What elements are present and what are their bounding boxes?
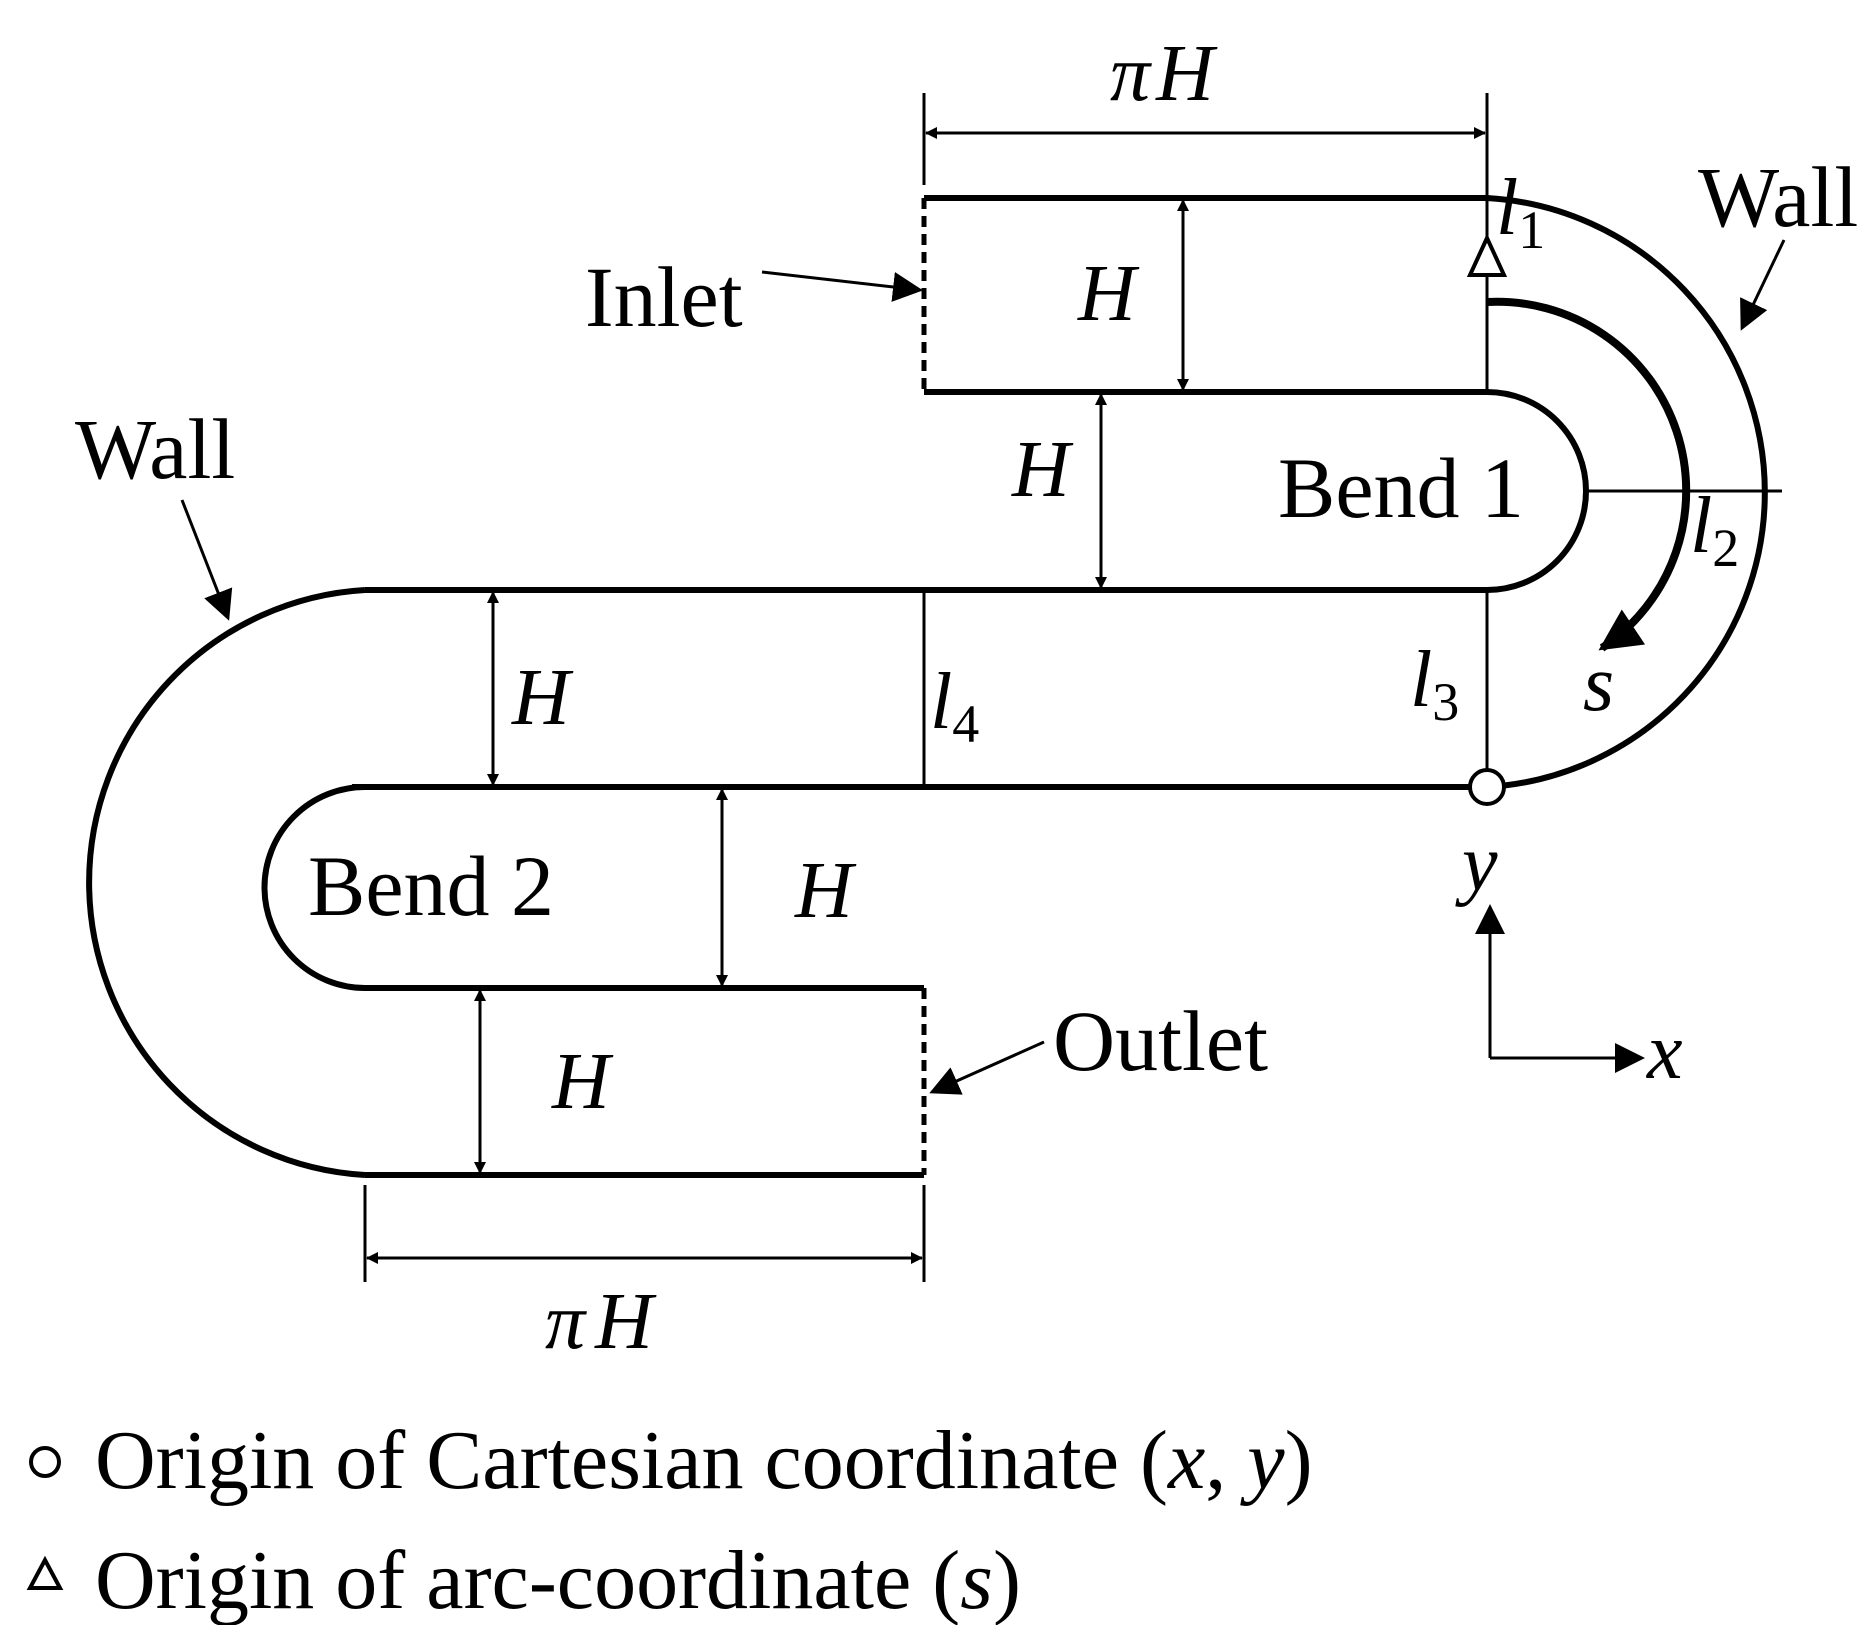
coordinate-axes	[1475, 904, 1645, 1073]
pi-symbol: π	[545, 1278, 587, 1366]
l2-subscript: 2	[1712, 518, 1739, 578]
arc-coordinate-arrow	[1486, 297, 1691, 652]
middle-height-label: H	[511, 654, 574, 742]
gap1-height-label: H	[1011, 426, 1074, 514]
top-length-label: πH	[1110, 30, 1218, 118]
legend-cartesian-prefix: Origin of Cartesian coordinate (	[95, 1414, 1168, 1507]
outlet-leader-arrow	[929, 1040, 1045, 1095]
legend-arc-prefix: Origin of arc-coordinate (	[95, 1534, 960, 1625]
legend-arc-suffix: )	[993, 1534, 1021, 1625]
arc-origin-marker	[1466, 233, 1508, 277]
s-axis-label: s	[1583, 640, 1614, 728]
l4-subscript: 4	[952, 694, 979, 754]
h-symbol: H	[1155, 30, 1218, 118]
legend-cartesian-text: Origin of Cartesian coordinate (x, y)	[95, 1414, 1313, 1507]
outlet-height-label: H	[551, 1038, 614, 1126]
legend: Origin of Cartesian coordinate (x, y) Or…	[26, 1414, 1313, 1625]
inlet-height-label: H	[1077, 250, 1140, 338]
wall-left-label: Wall	[75, 401, 235, 497]
l-symbol: l	[1410, 636, 1432, 724]
l3-label: l3	[1410, 636, 1459, 732]
inlet-label: Inlet	[585, 249, 743, 345]
l-symbol: l	[1496, 164, 1518, 252]
legend-cartesian-y: y	[1239, 1414, 1285, 1507]
y-axis-label: y	[1455, 820, 1498, 908]
bend2-inner-wall	[261, 784, 366, 991]
dimension-arrows	[366, 127, 1486, 1264]
legend-circle-icon	[29, 1446, 61, 1478]
legend-cartesian-suffix: )	[1285, 1414, 1313, 1507]
l-symbol: l	[1690, 482, 1712, 570]
cartesian-origin-marker	[1468, 768, 1506, 806]
wall-right-label: Wall	[1698, 149, 1858, 245]
wall-right-leader-arrow	[1740, 239, 1786, 331]
gap2-height-label: H	[794, 847, 857, 935]
inlet-leader-arrow	[761, 270, 923, 302]
wall-left-leader-arrow	[180, 499, 233, 621]
l3-subscript: 3	[1432, 672, 1459, 732]
legend-arc-text: Origin of arc-coordinate (s)	[95, 1534, 1021, 1625]
bend2-outer-wall	[86, 587, 366, 1178]
l4-label: l4	[930, 658, 979, 754]
l1-label: l1	[1496, 164, 1545, 260]
outlet-label: Outlet	[1053, 993, 1268, 1089]
h-symbol: H	[594, 1278, 657, 1366]
pi-symbol: π	[1110, 30, 1152, 118]
l1-subscript: 1	[1518, 200, 1545, 260]
legend-cartesian-x: x	[1166, 1414, 1205, 1507]
legend-arc-s: s	[960, 1534, 993, 1625]
legend-triangle-icon	[26, 1555, 64, 1590]
legend-cartesian-sep: ,	[1205, 1414, 1247, 1507]
x-axis-label: x	[1646, 1008, 1683, 1096]
bend2-label: Bend 2	[308, 838, 554, 934]
l-symbol: l	[930, 658, 952, 746]
bend1-label: Bend 1	[1278, 440, 1524, 536]
channel-walls	[86, 195, 1768, 1178]
l2-label: l2	[1690, 482, 1739, 578]
